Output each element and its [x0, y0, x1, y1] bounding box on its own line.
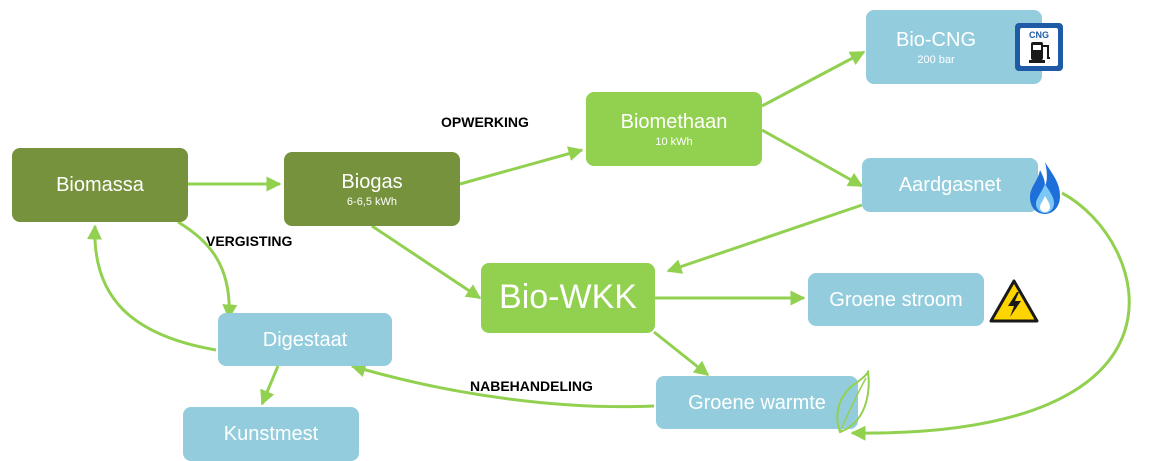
- node-biogas-subtitle: 6-6,5 kWh: [346, 195, 398, 208]
- label-opwerking: OPWERKING: [441, 114, 529, 130]
- node-biomethaan: Biomethaan 10 kWh: [586, 92, 762, 166]
- node-aardgasnet: Aardgasnet: [862, 158, 1038, 212]
- label-vergisting: VERGISTING: [206, 233, 293, 249]
- arrow-biowkk-groene-warmte: [653, 330, 710, 377]
- node-biowkk-title: Bio-WKK: [499, 278, 637, 317]
- node-biocng-subtitle: 200 bar: [917, 53, 955, 66]
- cng-fuel-station-sign-icon: CNG: [1015, 23, 1063, 71]
- arrow-aardgasnet-biowkk: [666, 203, 863, 274]
- label-nabehandeling: NABEHANDELING: [470, 378, 593, 394]
- node-biogas: Biogas 6-6,5 kWh: [284, 152, 460, 226]
- node-biomethaan-title: Biomethaan: [620, 110, 728, 133]
- leaf-icon: [836, 370, 870, 434]
- node-biowkk: Bio-WKK: [481, 263, 655, 333]
- arrow-digestaat-biomassa: [86, 224, 217, 352]
- node-digestaat: Digestaat: [218, 313, 392, 366]
- node-kunstmest: Kunstmest: [183, 407, 359, 461]
- arrow-digestaat-kunstmest: [260, 365, 280, 406]
- node-groene-warmte: Groene warmte: [656, 376, 858, 429]
- node-digestaat-title: Digestaat: [262, 328, 348, 351]
- arrow-biogas-biowkk: [371, 224, 482, 300]
- gas-flame-icon: [1030, 162, 1060, 214]
- node-groene-stroom-title: Groene stroom: [829, 288, 963, 311]
- arrow-biogas-biomethaan: [459, 146, 584, 186]
- node-groene-stroom: Groene stroom: [808, 273, 984, 326]
- cng-sign-text: CNG: [1029, 30, 1049, 40]
- node-groene-warmte-title: Groene warmte: [688, 391, 826, 414]
- node-biomassa-title: Biomassa: [56, 174, 144, 196]
- arrow-groene-warmte-digestaat: [350, 362, 655, 409]
- fuel-pump-glyph: [1029, 42, 1050, 63]
- arrow-biomassa-digestaat: [177, 220, 238, 320]
- arrow-aardgasnet-groene-warmte: [850, 191, 1131, 441]
- arrow-biomethaan-aardgasnet: [761, 128, 864, 188]
- node-biocng: Bio-CNG 200 bar: [866, 10, 1042, 84]
- node-biomethaan-subtitle: 10 kWh: [655, 135, 693, 148]
- arrow-biomethaan-biocng: [761, 50, 866, 108]
- high-voltage-warning-icon: [989, 279, 1039, 323]
- node-biogas-title: Biogas: [341, 170, 403, 193]
- node-biocng-title: Bio-CNG: [895, 28, 976, 51]
- node-aardgasnet-title: Aardgasnet: [898, 174, 1002, 196]
- node-biomassa: Biomassa: [12, 148, 188, 222]
- node-kunstmest-title: Kunstmest: [223, 423, 319, 445]
